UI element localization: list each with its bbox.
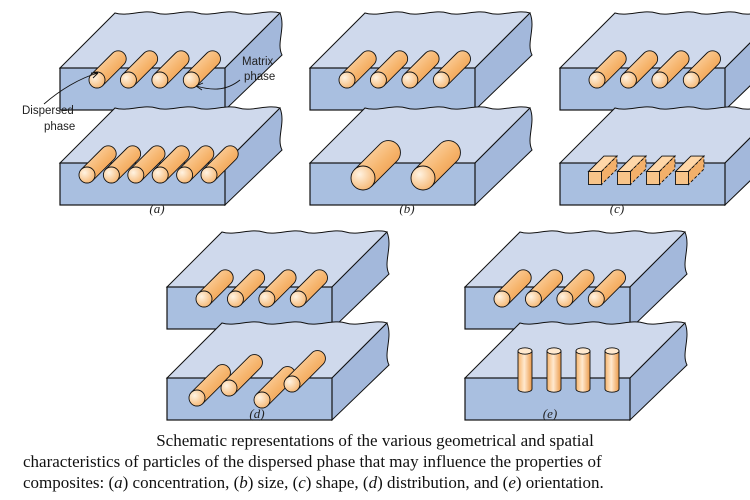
caption-panel-ref: b [239,473,248,492]
particle-vertical-cylinder [604,347,620,393]
block-side-face [724,137,750,207]
caption-panel-ref: e [508,473,516,492]
caption-panel-ref: d [368,473,378,492]
particle-cylinder [226,269,266,308]
block-side-face [474,107,533,207]
particle-cylinder [401,50,440,89]
composite-particle-schematic: (a) (b) (c) (d) (e) Matrix phase Dispersed p… [22,11,750,422]
panel-label-d: (d) [249,406,264,421]
particle-cylinder [220,354,263,397]
particle-cylinder [682,50,721,89]
particle-cylinder [283,350,326,393]
particle-vertical-cylinder [546,347,562,393]
block-top-face [308,106,531,164]
matrix-phase-label-line2: phase [244,71,275,83]
block-side-face [474,12,533,112]
caption-line-2: characteristics of particles of the disp… [23,452,602,471]
particle-cylinder [588,50,627,89]
panel-d-block-1 [165,230,390,331]
particle-cylinder [151,50,190,89]
panel-a-block-2 [58,106,283,207]
caption-line-1: Schematic representations of the various… [156,431,594,450]
particle-cylinder [619,50,659,89]
particle-square-prism [645,155,676,186]
particle-cylinder [493,269,532,308]
matrix-arrowhead-icon [195,82,204,91]
particle-cylinder [102,145,142,184]
particle-cylinder [200,145,239,184]
particle-cylinder [195,269,234,308]
block-side-face [331,231,390,331]
particle-cylinder [151,145,190,184]
particle-cylinder [88,50,127,89]
panel-b-block-1 [308,11,533,112]
dispersed-arrowhead-icon [91,72,99,79]
caption-panel-ref: c [298,473,306,492]
panel-a-block-1 [58,11,283,112]
panel-label-c: (c) [610,201,624,216]
particle-cylinder [127,145,166,184]
panel-d-block-2 [165,321,390,422]
panel-b-block-2 [308,106,533,207]
matrix-phase-label-line1: Matrix [242,56,274,68]
particle-cylinder [410,140,461,191]
dispersed-phase-label-line1: Dispersed [22,105,74,117]
figure-caption: Schematic representations of the various… [0,430,750,493]
caption-text: ) shape, ( [305,473,369,492]
block-side-face [724,42,750,112]
particle-cylinder [176,145,215,184]
caption-text: ) size, ( [247,473,299,492]
panel-e-block-1 [463,230,688,331]
panel-e-block-2 [463,321,688,422]
caption-text: ) concentration, ( [122,473,240,492]
particle-cylinder [369,50,409,89]
block-top-face [558,106,750,164]
block-side-face [629,231,688,331]
block-top-face [165,321,388,379]
particle-cylinder [587,269,626,308]
panel-c [558,11,750,207]
panel-label-e: (e) [543,406,557,421]
particle-cylinder [119,50,159,89]
annotations: Matrix phase Dispersed phase [22,56,275,133]
caption-text: ) distribution, and ( [377,473,509,492]
panel-label-a: (a) [149,201,164,216]
caption-line-3: composites: (a) concentration, (b) size,… [0,472,750,493]
particle-cylinder [289,269,328,308]
panel-c-block-1 [558,11,750,112]
particle-cylinder [78,145,117,184]
particle-cylinder [338,50,377,89]
matrix-arrow [195,79,241,90]
caption-panel-ref: a [114,473,123,492]
panel-a [58,11,283,207]
caption-text: composites: ( [23,473,115,492]
block-top-face [558,11,750,69]
block-side-face [224,12,283,112]
dispersed-arrow [43,72,99,105]
particle-vertical-cylinder [575,347,591,393]
panel-b [308,11,533,207]
panel-e [463,230,688,422]
block-side-face [629,322,688,422]
particle-cylinder [350,140,401,191]
particle-cylinder [556,269,595,308]
block-side-face [224,107,283,207]
particle-cylinder [524,269,564,308]
particle-vertical-cylinder [517,347,533,393]
particle-cylinder [432,50,471,89]
particle-square-prism [616,155,647,186]
panel-d [165,230,390,422]
particle-cylinder [258,269,297,308]
caption-text: ) orientation. [515,473,604,492]
particle-square-prism [587,155,618,186]
block-front-face [309,162,476,206]
block-side-face [331,322,390,422]
panel-c-block-2 [558,106,750,207]
dispersed-phase-label-line2: phase [44,121,75,133]
particle-square-prism [674,155,705,186]
particle-cylinder [651,50,690,89]
particle-cylinder [182,50,221,89]
panel-label-b: (b) [399,201,414,216]
